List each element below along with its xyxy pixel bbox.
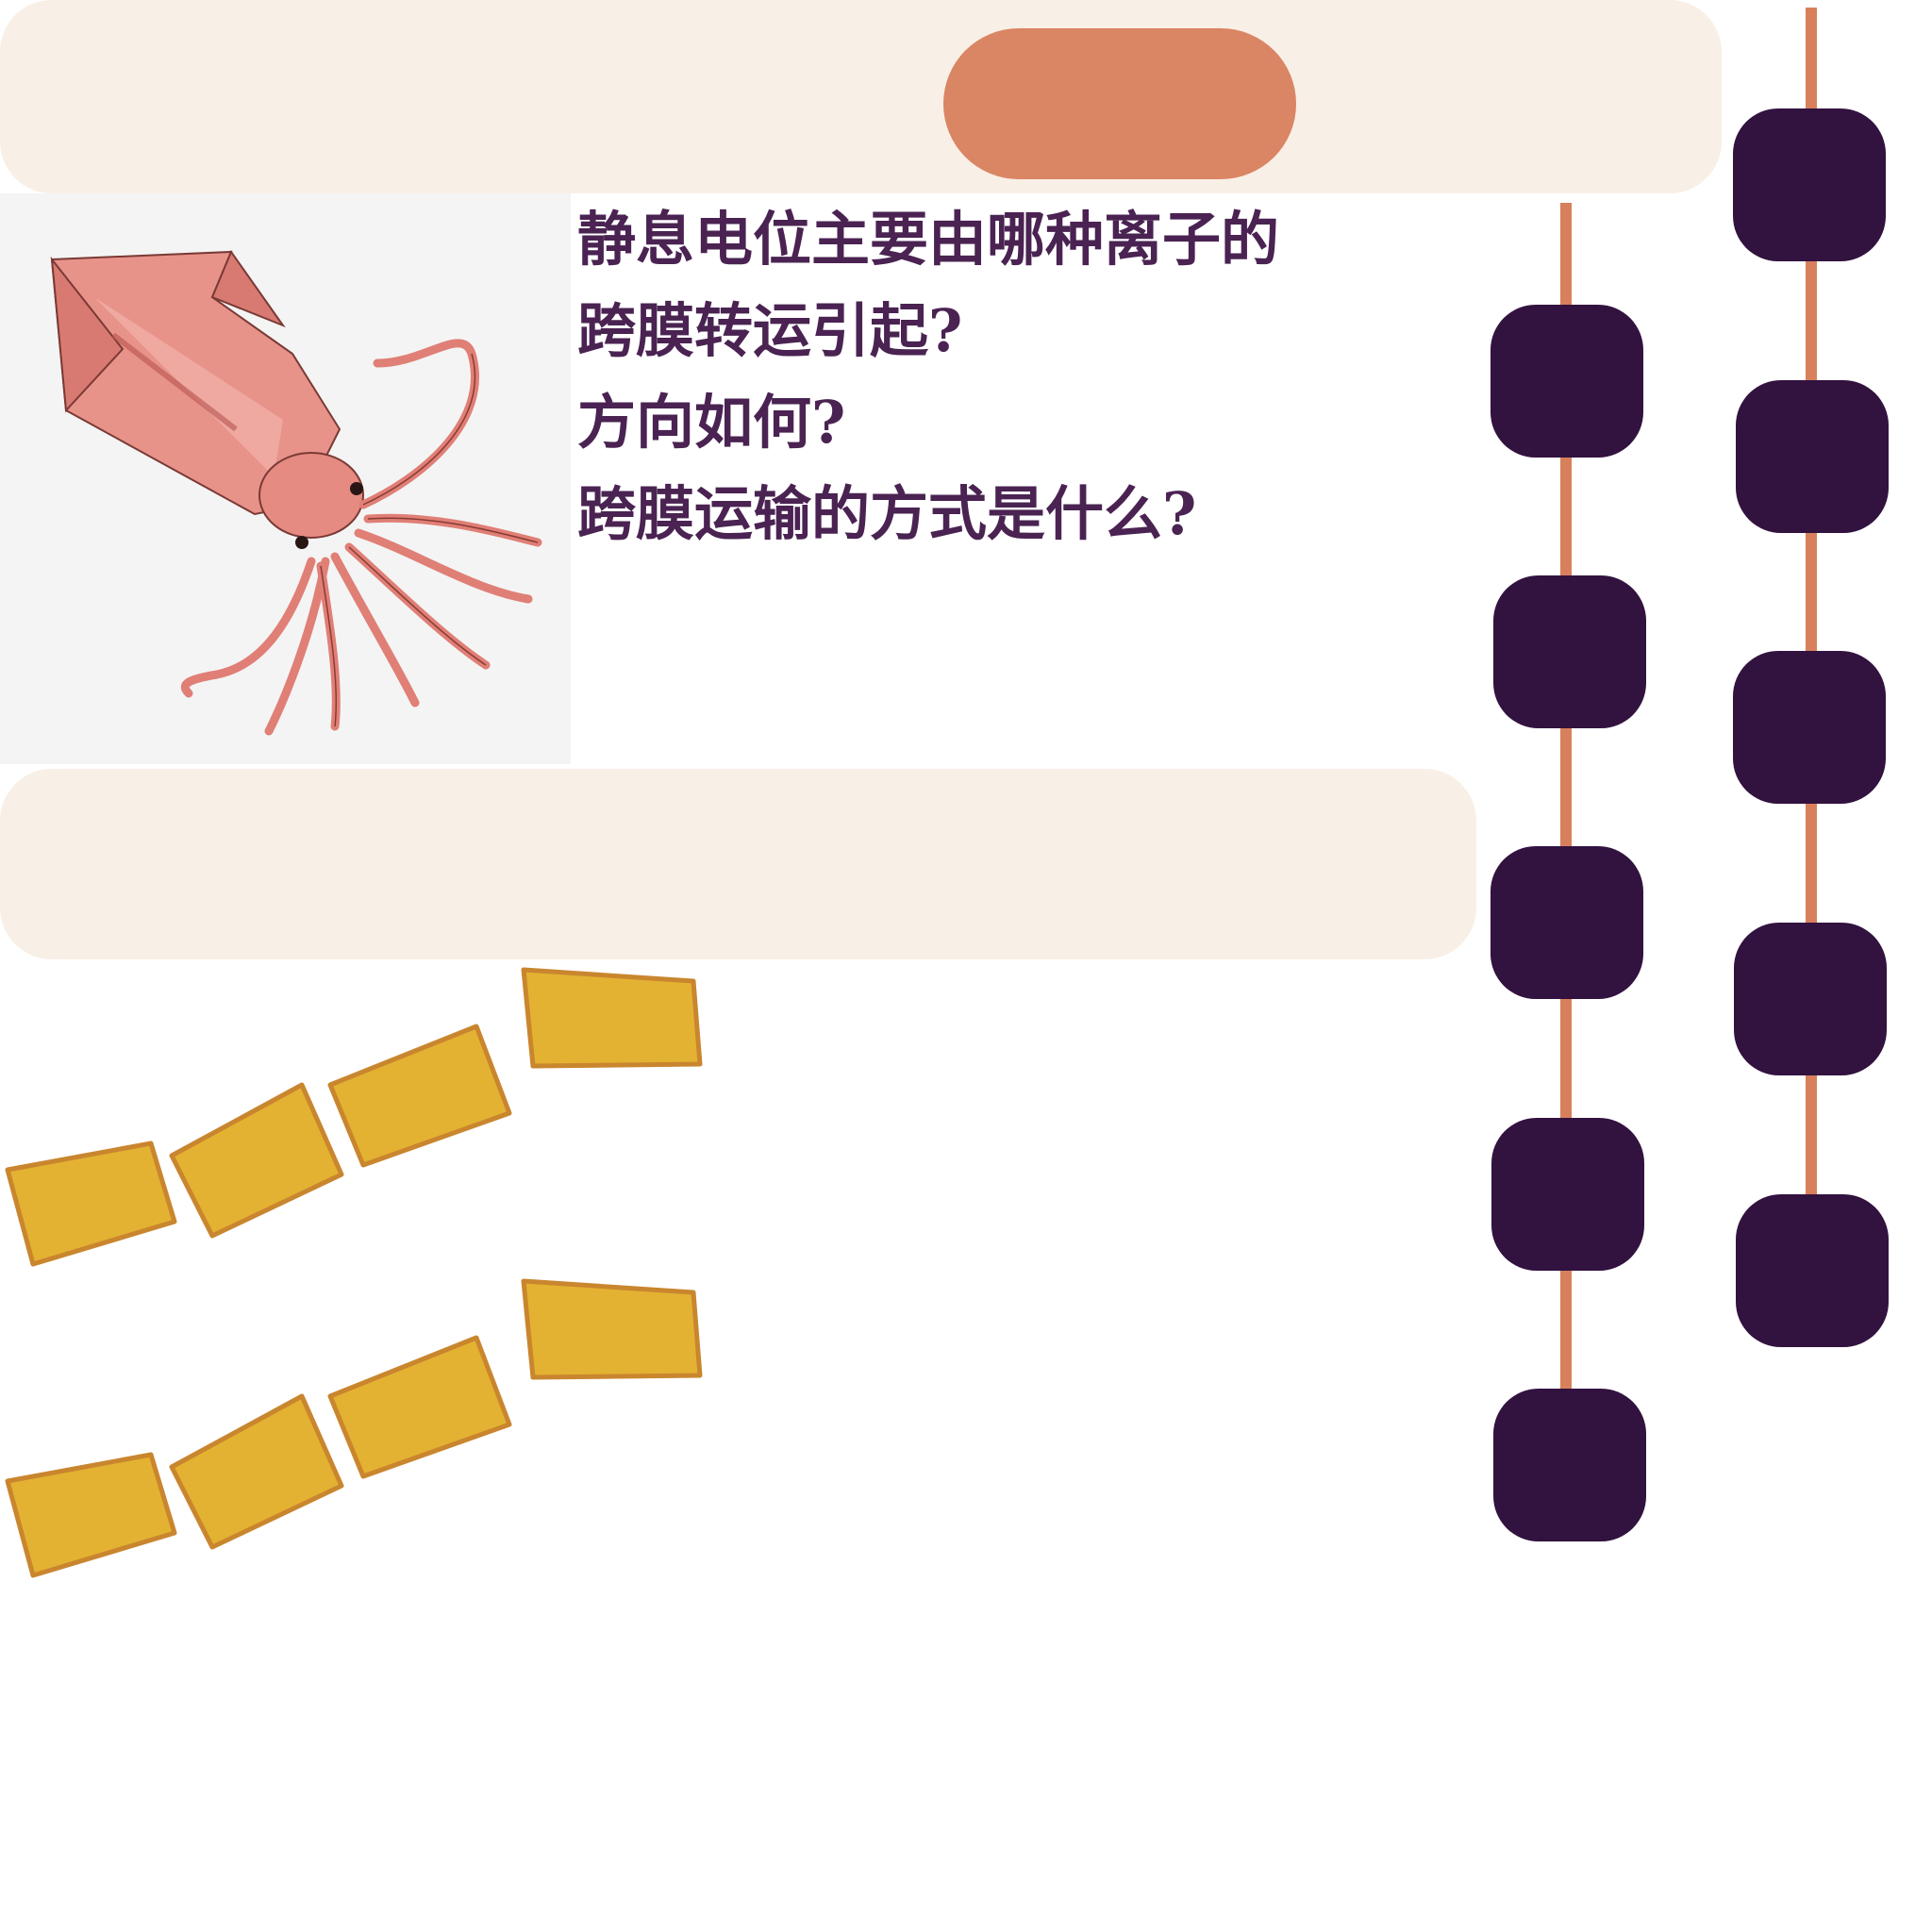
chain-segment xyxy=(521,967,703,1069)
bead xyxy=(1736,1194,1889,1347)
bead xyxy=(1733,108,1886,261)
decorative-chains xyxy=(5,967,703,1578)
squid-illustration xyxy=(0,193,571,764)
question-line-1: 静息电位主要由哪种离子的 xyxy=(577,205,1280,274)
chain-segment xyxy=(5,1141,177,1267)
bead xyxy=(1736,380,1889,533)
question-line-2: 跨膜转运引起? xyxy=(577,296,963,365)
question-text: 静息电位主要由哪种离子的 跨膜转运引起? 方向如何? 跨膜运输的方式是什么? xyxy=(577,193,1455,559)
chain-segment xyxy=(5,1452,177,1578)
top-banner xyxy=(0,0,1722,193)
right-beads xyxy=(1733,108,1889,1347)
squid-icon xyxy=(50,249,542,736)
chain-upper xyxy=(5,967,703,1267)
chain-segment xyxy=(169,1393,344,1550)
chain-segment xyxy=(327,1024,512,1168)
bead xyxy=(1493,575,1646,728)
chain-segment xyxy=(327,1335,512,1479)
bead xyxy=(1734,923,1887,1075)
bead xyxy=(1733,651,1886,804)
question-line-3: 方向如何? xyxy=(577,388,846,457)
chain-segment xyxy=(521,1278,703,1380)
question-line-4: 跨膜运输的方式是什么? xyxy=(577,479,1197,548)
chain-lower xyxy=(5,1278,703,1578)
title-pill xyxy=(943,28,1296,179)
bead xyxy=(1493,1389,1646,1541)
answer-banner xyxy=(0,769,1476,959)
bead xyxy=(1491,1118,1644,1271)
bead xyxy=(1491,846,1643,999)
bead xyxy=(1491,305,1643,458)
chain-segment xyxy=(169,1082,344,1239)
decorative-bead-strands xyxy=(1491,8,1889,1541)
left-beads xyxy=(1491,305,1646,1541)
